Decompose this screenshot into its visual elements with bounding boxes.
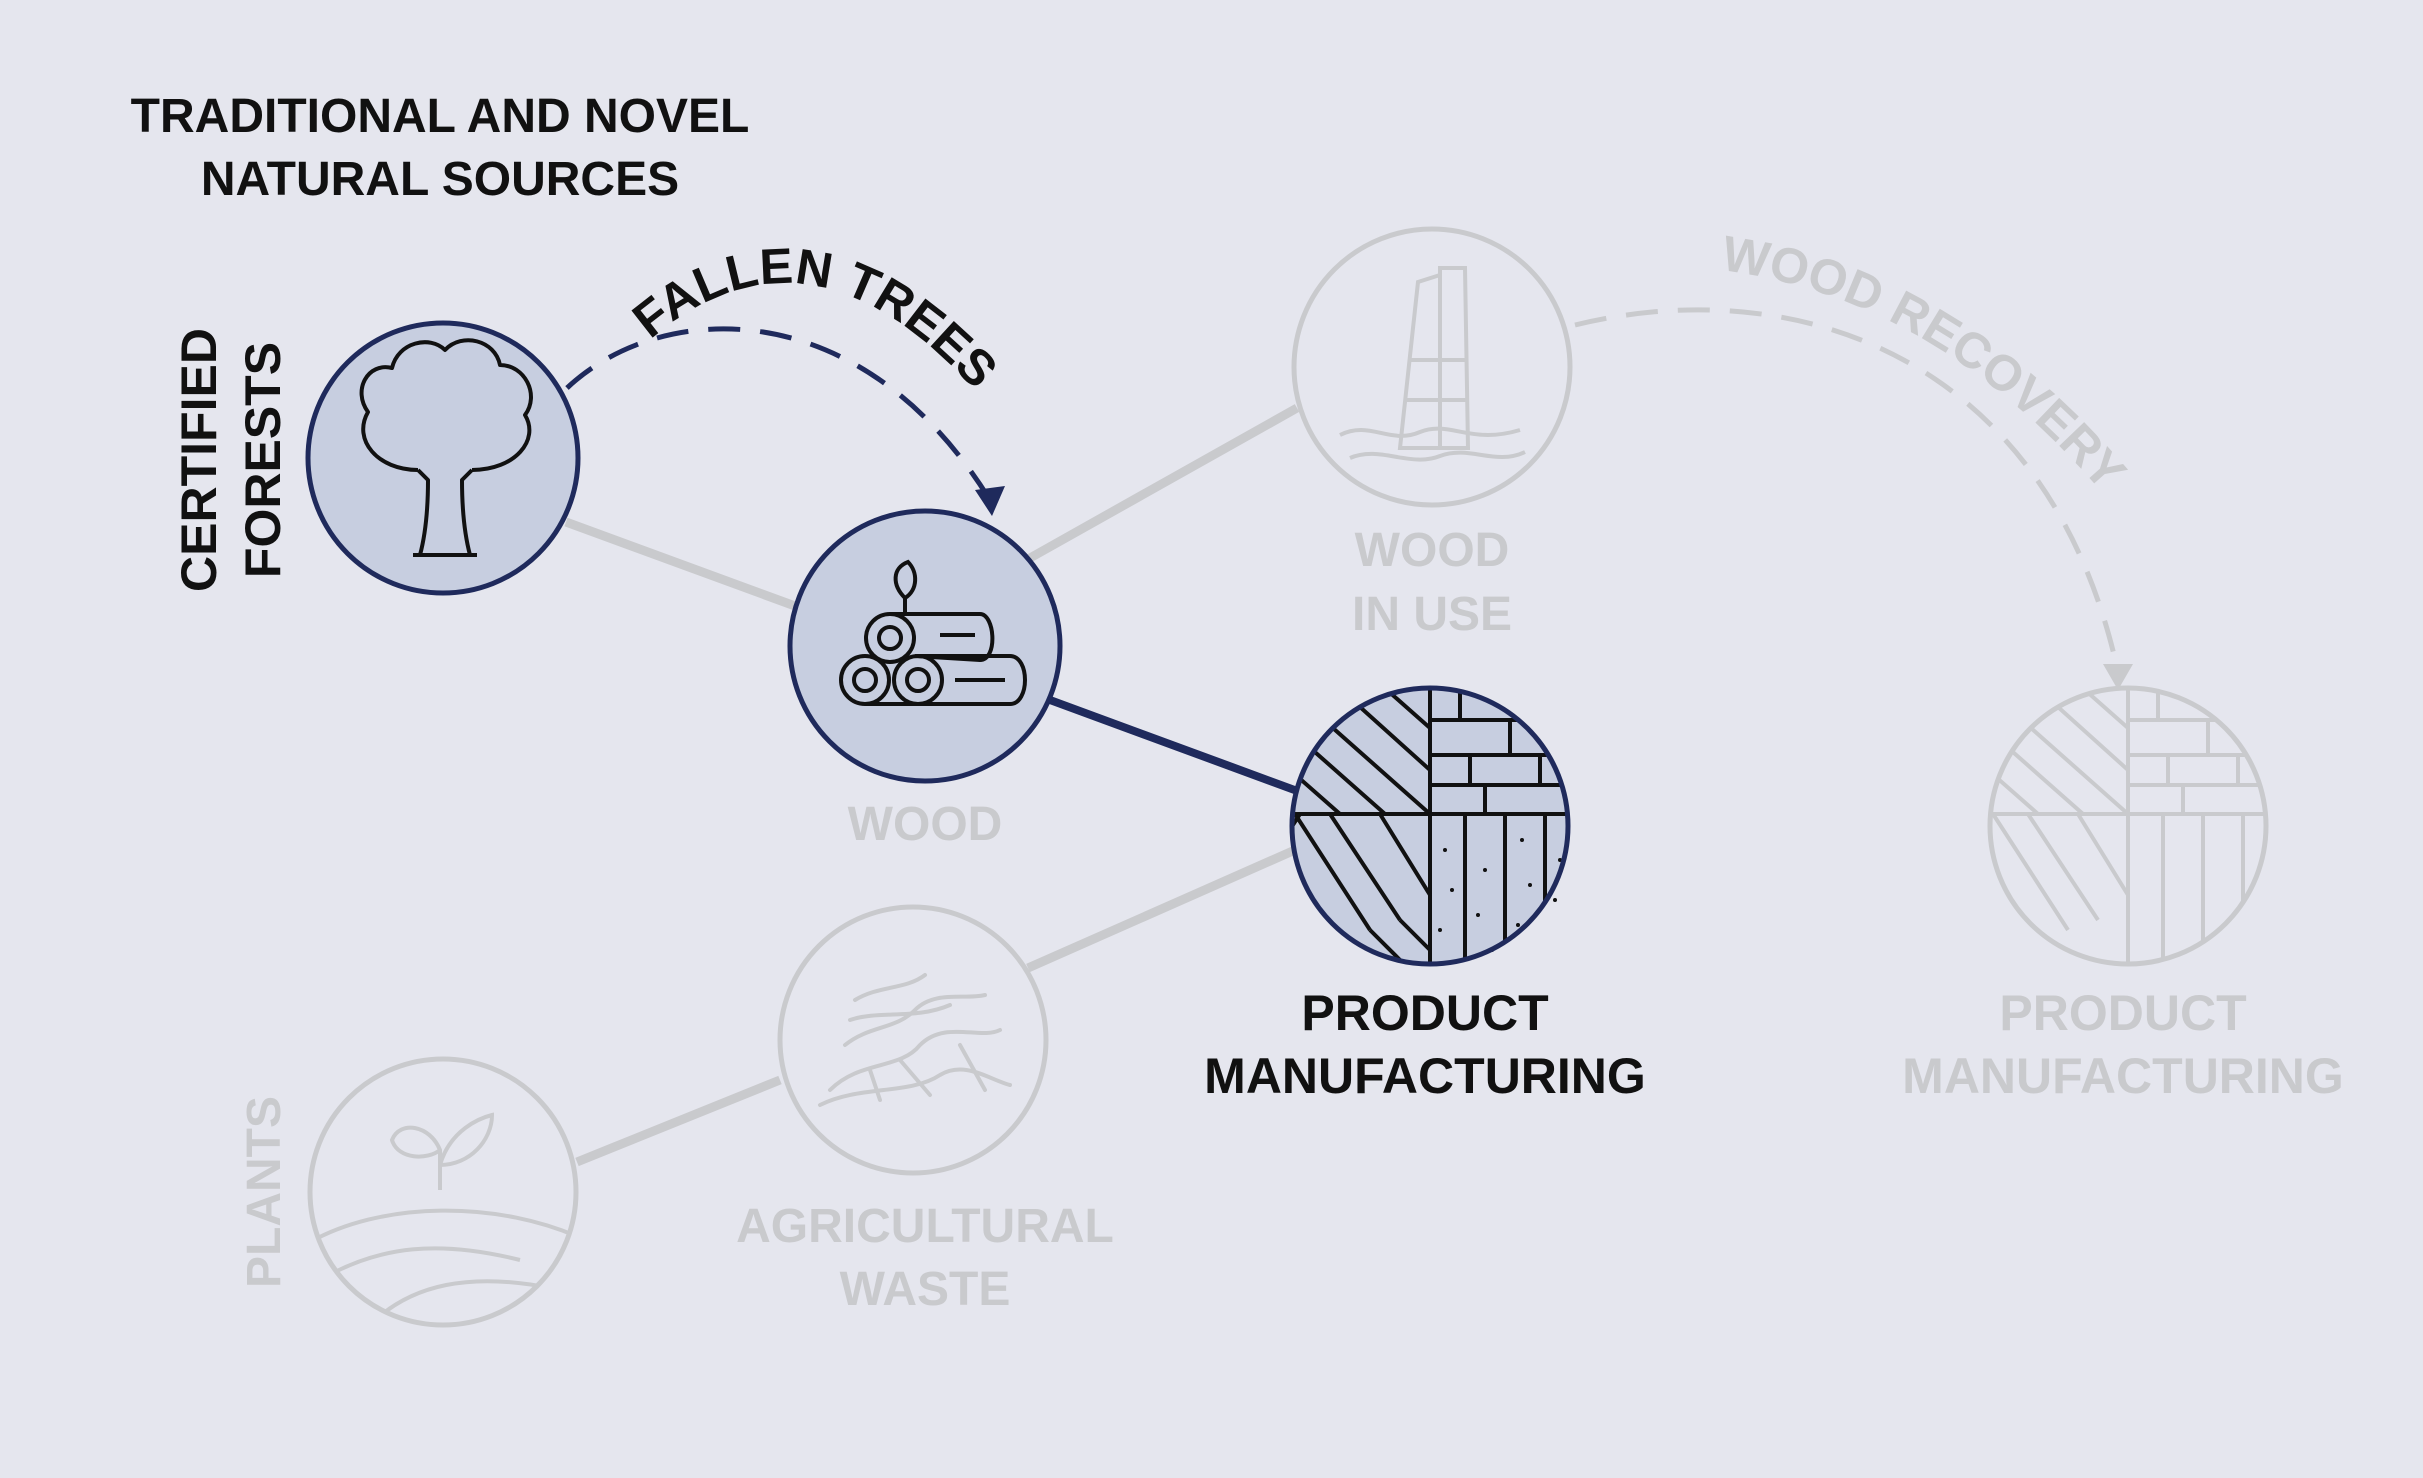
agricultural-waste-icon (818, 973, 1012, 1107)
wood-in-use-line-1: WOOD (1355, 524, 1510, 577)
product-manufacturing-line-1: PRODUCT (1301, 985, 1548, 1041)
wood-recovery-arrowhead (2103, 664, 2133, 690)
fallen-trees-label: FALLEN TREES (622, 238, 1008, 399)
connector-forests-wood (564, 517, 797, 611)
connector-wood-product (1048, 696, 1302, 796)
product-manufacturing-line-2: MANUFACTURING (1204, 1048, 1646, 1104)
connector-plants-agri (575, 1075, 782, 1167)
node-agricultural-waste: AGRICULTURAL WASTE (736, 904, 1114, 1316)
header-line-1: TRADITIONAL AND NOVEL (131, 90, 750, 143)
wood-recovery-label: WOOD RECOVERY (1718, 225, 2136, 500)
node-wood-in-use: WOOD IN USE (1291, 226, 1573, 641)
wood-recovery-arrow (1574, 307, 2121, 673)
materials-icon (1990, 688, 2266, 964)
node-certified-forests: CERTIFIED FORESTS (171, 320, 581, 596)
plants-label: PLANTS (238, 1096, 291, 1288)
wood-in-use-line-2: IN USE (1352, 588, 1512, 641)
product-manufacturing-recovered-line-1: PRODUCT (1999, 985, 2246, 1041)
agricultural-waste-line-2: WASTE (840, 1263, 1011, 1316)
node-product-manufacturing-recovered: PRODUCT MANUFACTURING (1902, 685, 2344, 1104)
connector-wood-woodinuse (1027, 404, 1300, 562)
node-plants: PLANTS (238, 1056, 579, 1328)
tree-icon (359, 338, 533, 557)
node-wood: WOOD (787, 508, 1063, 851)
certified-forests-line-2: FORESTS (235, 342, 291, 578)
header-line-2: NATURAL SOURCES (201, 153, 679, 206)
sprout-icon (310, 1112, 576, 1325)
agricultural-waste-line-1: AGRICULTURAL (736, 1200, 1114, 1253)
fallen-trees-arrowhead (975, 486, 1005, 516)
certified-forests-line-1: CERTIFIED (171, 328, 227, 592)
connector-agri-product (1026, 845, 1297, 973)
fallen-trees-arrow (565, 326, 993, 502)
product-manufacturing-recovered-line-2: MANUFACTURING (1902, 1048, 2344, 1104)
logs-icon (839, 559, 1027, 706)
wood-label: WOOD (848, 798, 1003, 851)
node-product-manufacturing: PRODUCT MANUFACTURING (1204, 685, 1646, 1104)
building-icon (1339, 266, 1526, 462)
